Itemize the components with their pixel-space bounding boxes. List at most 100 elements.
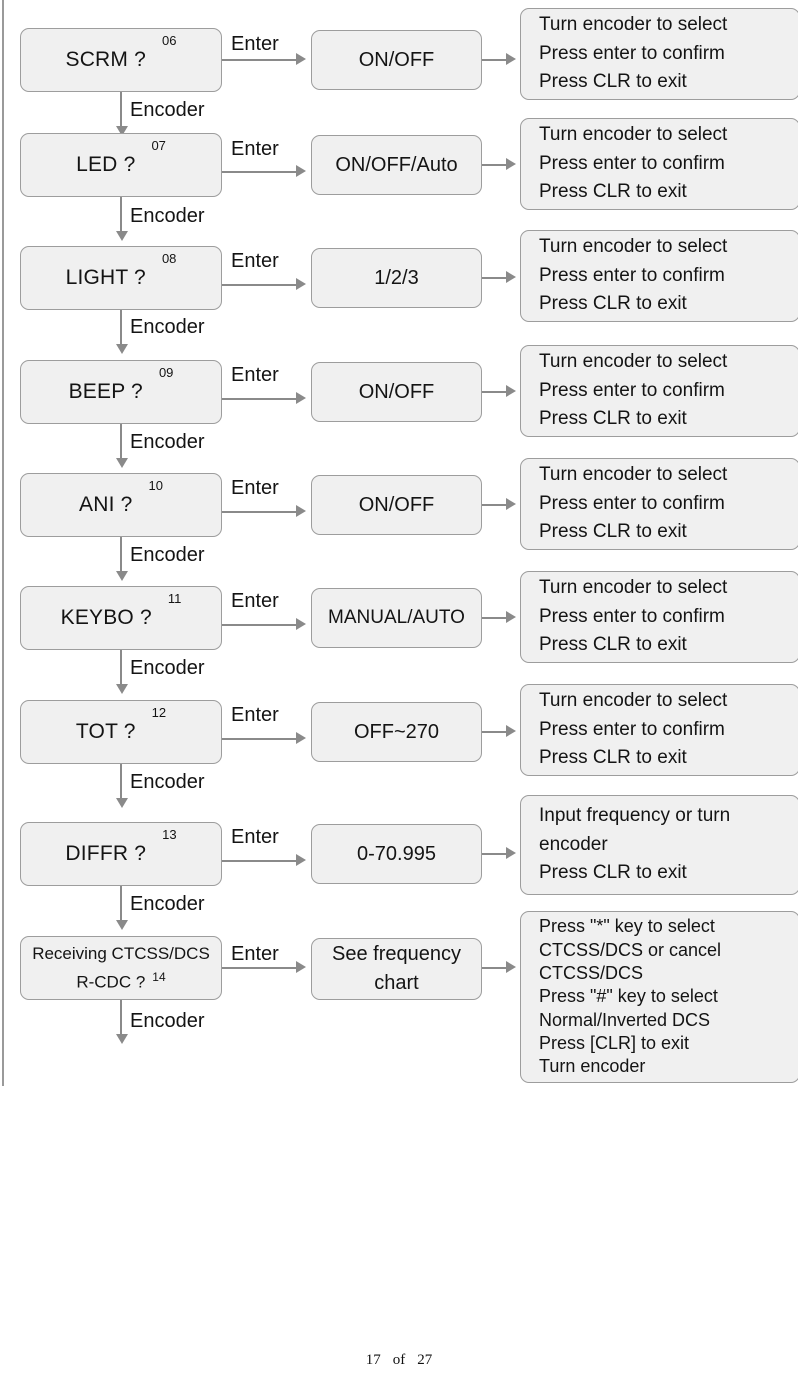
edge-label-encoder: Encoder (130, 99, 205, 121)
menu-index: 14 (152, 969, 166, 984)
value-box-diffr[interactable]: 0-70.995 (311, 824, 482, 884)
edge-label-enter: Enter (231, 590, 279, 612)
enter-connector-arrow-icon (296, 392, 306, 404)
enter-connector-line (222, 624, 298, 626)
edge-label-encoder: Encoder (130, 431, 205, 453)
edge-label-enter: Enter (231, 826, 279, 848)
value-box-scrm[interactable]: ON/OFF (311, 30, 482, 90)
enter-connector-line (222, 738, 298, 740)
value-label-line1: See frequency (332, 943, 461, 965)
enter-connector-line (222, 511, 298, 513)
help-line: encoder (539, 833, 608, 855)
help-connector-line (482, 617, 508, 619)
help-box-rcdc: Press "*" key to select CTCSS/DCS or can… (520, 911, 798, 1083)
value-label: ON/OFF (358, 48, 435, 71)
edge-label-enter: Enter (231, 704, 279, 726)
edge-label-enter: Enter (231, 477, 279, 499)
menu-box-diffr[interactable]: DIFFR ? 13 (20, 822, 222, 886)
help-connector-arrow-icon (506, 847, 516, 859)
enter-connector-arrow-icon (296, 618, 306, 630)
encoder-connector-arrow-icon (116, 344, 128, 354)
menu-label: TOT ? (75, 720, 136, 743)
value-box-led[interactable]: ON/OFF/Auto (311, 135, 482, 195)
menu-box-ani[interactable]: ANI ? 10 (20, 473, 222, 537)
encoder-connector-arrow-icon (116, 1034, 128, 1044)
menu-index: 06 (162, 33, 177, 48)
help-connector-arrow-icon (506, 271, 516, 283)
enter-connector-line (222, 284, 298, 286)
help-box-led: Turn encoder to select Press enter to co… (520, 118, 798, 210)
edge-label-enter: Enter (231, 943, 279, 965)
help-box-beep: Turn encoder to select Press enter to co… (520, 345, 798, 437)
encoder-connector-arrow-icon (116, 798, 128, 808)
menu-box-light[interactable]: LIGHT ? 08 (20, 246, 222, 310)
menu-label: SCRM ? (65, 48, 147, 71)
enter-connector-arrow-icon (296, 278, 306, 290)
menu-box-led[interactable]: LED ? 07 (20, 133, 222, 197)
enter-connector-line (222, 967, 298, 969)
menu-flowchart: SCRM ? 06 Enter ON/OFF Turn encoder to s… (20, 8, 798, 1083)
menu-index: 07 (151, 138, 166, 153)
menu-box-beep[interactable]: BEEP ? 09 (20, 360, 222, 424)
value-box-keybo[interactable]: MANUAL/AUTO (311, 588, 482, 648)
enter-connector-line (222, 59, 298, 61)
help-line: Press enter to confirm (539, 492, 725, 514)
value-label: ON/OFF/Auto (335, 153, 458, 176)
menu-box-rcdc[interactable]: Receiving CTCSS/DCS R-CDC ? 14 (20, 936, 222, 1000)
footer-page-total: 27 (417, 1352, 433, 1368)
enter-connector-arrow-icon (296, 165, 306, 177)
help-connector-line (482, 391, 508, 393)
encoder-connector-line (120, 424, 122, 462)
help-line: Press CLR to exit (539, 71, 687, 93)
value-label: OFF~270 (353, 720, 440, 743)
enter-connector-arrow-icon (296, 854, 306, 866)
help-connector-arrow-icon (506, 53, 516, 65)
help-line: Press [CLR] to exit (539, 1033, 690, 1054)
menu-label: KEYBO ? (60, 606, 152, 629)
encoder-connector-line (120, 537, 122, 575)
help-box-light: Turn encoder to select Press enter to co… (520, 230, 798, 322)
help-line: Press enter to confirm (539, 42, 725, 64)
menu-box-tot[interactable]: TOT ? 12 (20, 700, 222, 764)
value-box-ani[interactable]: ON/OFF (311, 475, 482, 535)
edge-label-encoder: Encoder (130, 771, 205, 793)
value-box-light[interactable]: 1/2/3 (311, 248, 482, 308)
help-box-diffr: Input frequency or turn encoder Press CL… (520, 795, 798, 895)
help-line: Press CLR to exit (539, 181, 687, 203)
menu-box-keybo[interactable]: KEYBO ? 11 (20, 586, 222, 650)
encoder-connector-line (120, 886, 122, 924)
enter-connector-line (222, 860, 298, 862)
encoder-connector-line (120, 310, 122, 348)
value-box-beep[interactable]: ON/OFF (311, 362, 482, 422)
help-connector-line (482, 967, 508, 969)
edge-label-enter: Enter (231, 250, 279, 272)
help-box-keybo: Turn encoder to select Press enter to co… (520, 571, 798, 663)
help-connector-line (482, 59, 508, 61)
page-left-rule (2, 0, 4, 1086)
enter-connector-line (222, 171, 298, 173)
menu-label: LED ? (76, 153, 136, 176)
help-box-ani: Turn encoder to select Press enter to co… (520, 458, 798, 550)
help-connector-arrow-icon (506, 961, 516, 973)
enter-connector-arrow-icon (296, 961, 306, 973)
menu-index: 10 (148, 478, 163, 493)
value-box-tot[interactable]: OFF~270 (311, 702, 482, 762)
help-line: Turn encoder to select (539, 576, 728, 598)
edge-label-encoder: Encoder (130, 205, 205, 227)
value-label: MANUAL/AUTO (328, 607, 465, 629)
menu-index: 11 (167, 591, 182, 606)
help-line: Press CLR to exit (539, 408, 687, 430)
edge-label-encoder: Encoder (130, 316, 205, 338)
help-line: Press "*" key to select (539, 916, 715, 937)
value-box-rcdc[interactable]: See frequency chart (311, 938, 482, 1000)
menu-label: R-CDC ? (76, 972, 146, 992)
menu-label-line1: Receiving CTCSS/DCS (32, 944, 210, 964)
encoder-connector-arrow-icon (116, 126, 128, 136)
menu-index: 09 (158, 365, 174, 380)
edge-label-encoder: Encoder (130, 657, 205, 679)
help-line: Press enter to confirm (539, 718, 725, 740)
help-connector-arrow-icon (506, 385, 516, 397)
enter-connector-arrow-icon (296, 505, 306, 517)
menu-box-scrm[interactable]: SCRM ? 06 (20, 28, 222, 92)
